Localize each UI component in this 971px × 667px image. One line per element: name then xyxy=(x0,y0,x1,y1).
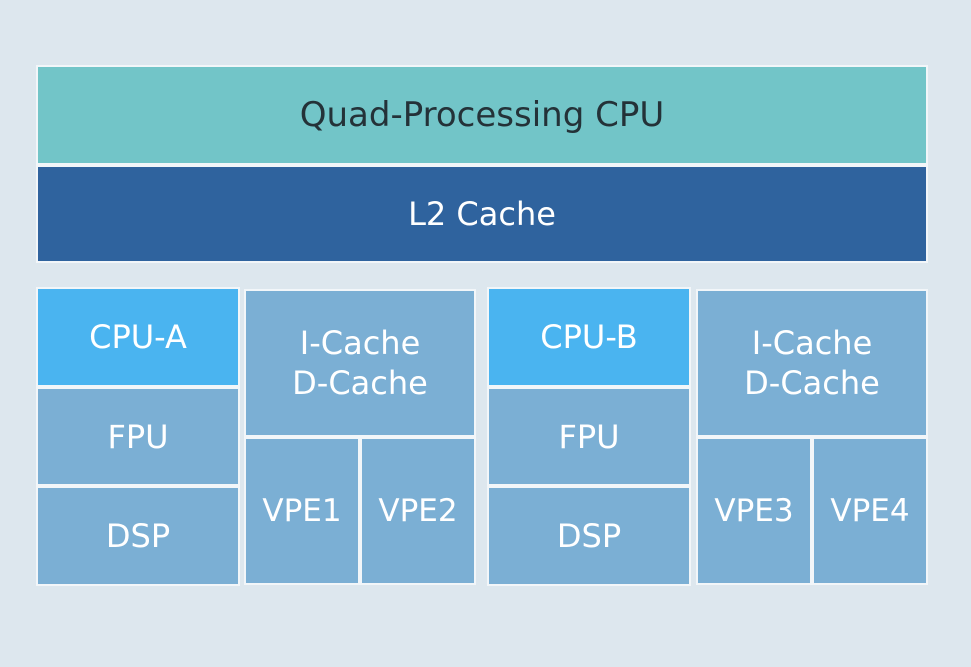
icache-a-label: I-Cache xyxy=(299,324,421,362)
dsp-a-block: DSP xyxy=(36,486,240,586)
cpu-b-block: CPU-B xyxy=(487,287,691,387)
cache-a-block: I-Cache D-Cache xyxy=(244,289,476,437)
dcache-b-label: D-Cache xyxy=(744,364,880,402)
vpe3-block: VPE3 xyxy=(696,437,812,585)
vpe1-block: VPE1 xyxy=(244,437,360,585)
vpe2-block: VPE2 xyxy=(360,437,476,585)
quad-processing-cpu-block: Quad-Processing CPU xyxy=(36,65,928,165)
fpu-b-block: FPU xyxy=(487,387,691,486)
cpu-a-block: CPU-A xyxy=(36,287,240,387)
cache-b-block: I-Cache D-Cache xyxy=(696,289,928,437)
l2-cache-block: L2 Cache xyxy=(36,165,928,263)
vpe4-block: VPE4 xyxy=(812,437,928,585)
fpu-a-block: FPU xyxy=(36,387,240,486)
dsp-b-block: DSP xyxy=(487,486,691,586)
dcache-a-label: D-Cache xyxy=(292,364,428,402)
icache-b-label: I-Cache xyxy=(751,324,873,362)
